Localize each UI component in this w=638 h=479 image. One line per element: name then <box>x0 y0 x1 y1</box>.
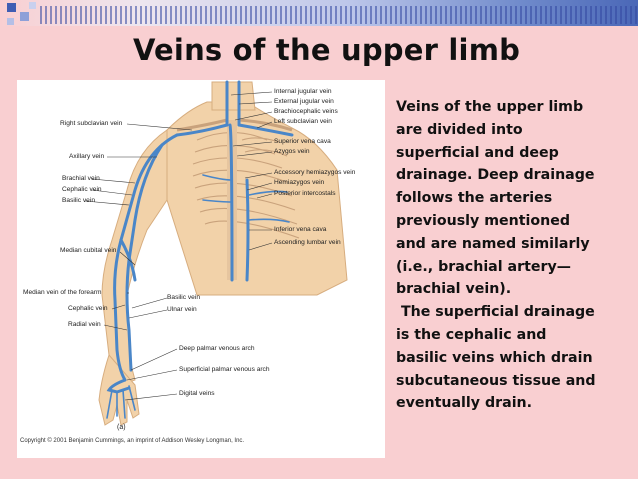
body-line: Veins of the upper limb <box>396 99 584 115</box>
figure-tag: (a) <box>117 424 126 431</box>
label-ascending-lumbar-vein: Ascending lumbar vein <box>274 239 341 246</box>
body-line: is the cephalic and <box>396 326 547 343</box>
body-line: drainage. Deep drainage <box>396 167 595 184</box>
label-brachiocephalic-veins: Brachiocephalic veins <box>274 108 338 115</box>
body-line: follows the arteries <box>396 190 553 207</box>
upper-limb-vein-illustration <box>84 80 348 426</box>
body-line: subcutaneous tissue and <box>396 372 596 389</box>
decoration-square <box>7 18 14 25</box>
decoration-square <box>29 2 36 9</box>
body-line: and are named similarly <box>396 235 590 252</box>
label-basilic-vein: Basilic vein <box>62 197 95 204</box>
body-line: The superficial drainage <box>396 304 595 321</box>
body-line: superficial and deep <box>396 144 559 161</box>
label-digital-veins: Digital veins <box>179 390 215 397</box>
decoration-square <box>20 12 29 21</box>
label-posterior-intercostals: Posterior intercostals <box>274 190 336 197</box>
label-ulnar-vein: Ulnar vein <box>167 306 197 313</box>
body-line: brachial vein). <box>396 281 512 298</box>
decoration-square <box>7 3 16 12</box>
label-external-jugular-vein: External jugular vein <box>274 98 334 105</box>
body-line: eventually drain. <box>396 395 533 412</box>
label-radial-vein: Radial vein <box>68 321 101 328</box>
label-inferior-vena-cava: Inferior vena cava <box>274 226 327 233</box>
body-line: previously mentioned <box>396 212 571 229</box>
body-line: (i.e., brachial artery— <box>396 258 571 275</box>
slide-body-text: Veins of the upper limb are divided into… <box>396 96 622 415</box>
slide-title: Veins of the upper limb <box>133 33 521 67</box>
body-line: are divided into <box>396 121 523 138</box>
label-brachial-vein: Brachial vein <box>62 175 100 182</box>
anatomy-figure: Right subclavian vein Axillary vein Brac… <box>17 80 385 458</box>
label-superficial-palmar-venous-arch: Superficial palmar venous arch <box>179 366 270 373</box>
decoration-stripes <box>40 6 638 24</box>
copyright-notice: Copyright © 2001 Benjamin Cummings, an i… <box>20 438 245 444</box>
label-axillary-vein: Axillary vein <box>69 153 105 160</box>
label-right-subclavian-vein: Right subclavian vein <box>60 120 123 127</box>
label-azygos-vein: Azygos vein <box>274 148 310 155</box>
label-basilic-vein-forearm: Basilic vein <box>167 294 200 301</box>
label-internal-jugular-vein: Internal jugular vein <box>274 88 332 95</box>
top-decoration-band <box>0 0 638 26</box>
label-hemiazygos-vein: Hemiazygos vein <box>274 179 325 186</box>
label-cephalic-vein-forearm: Cephalic vein <box>68 305 108 312</box>
label-cephalic-vein: Cephalic vein <box>62 186 102 193</box>
label-accessory-hemiazygos-vein: Accessory hemiazygos vein <box>274 169 356 176</box>
label-median-vein-forearm: Median vein of the forearm <box>23 289 102 296</box>
label-deep-palmar-venous-arch: Deep palmar venous arch <box>179 345 255 352</box>
label-median-cubital-vein: Median cubital vein <box>60 247 117 254</box>
body-line: basilic veins which drain <box>396 349 593 366</box>
label-superior-vena-cava: Superior vena cava <box>274 138 331 145</box>
label-left-subclavian-vein: Left subclavian vein <box>274 118 332 125</box>
